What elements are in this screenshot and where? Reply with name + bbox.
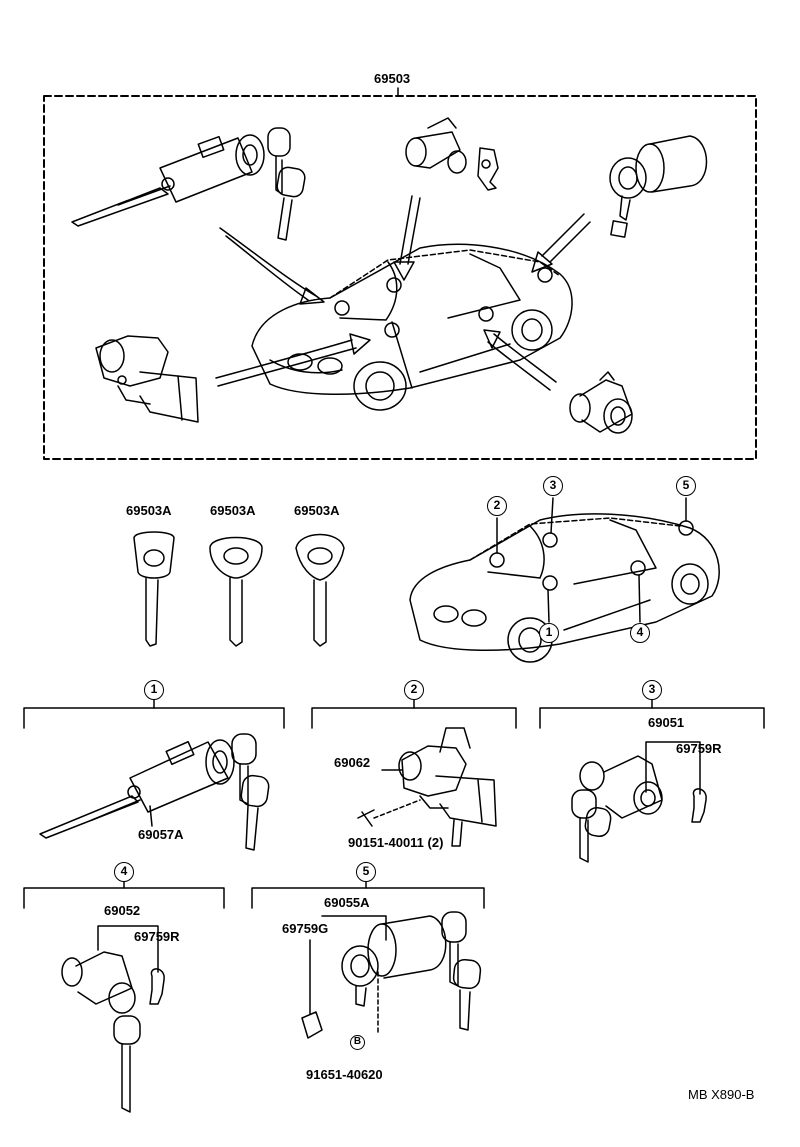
key-blank-icon [133, 531, 175, 647]
car-outline-icon [409, 497, 720, 663]
key-pair-icon [571, 789, 612, 863]
key-blank-icon [209, 536, 263, 647]
luggage-lock-cylinder-icon [301, 915, 447, 1039]
part-number: 69062 [334, 755, 371, 770]
group-marker: 5 [356, 862, 376, 882]
key-pair-icon [113, 1015, 141, 1113]
assembly-frame [43, 95, 757, 460]
glove-box-lock-icon [405, 117, 499, 191]
group-marker: 1 [144, 680, 164, 700]
diagram-code: MB X890-B [688, 1087, 755, 1102]
part-number: 69759R [676, 741, 722, 756]
key-part-number: 69503A [294, 503, 340, 518]
luggage-lock-cylinder-icon [609, 135, 708, 238]
group-marker: 4 [114, 862, 134, 882]
part-number: 69057A [138, 827, 184, 842]
location-marker: 2 [487, 496, 507, 516]
door-lock-cylinder-icon [579, 741, 707, 823]
ignition-lock-cylinder-icon [71, 134, 265, 227]
assembly-part-number: 69503 [374, 71, 411, 86]
part-number: 91651-40620 [306, 1067, 383, 1082]
door-lock-cylinder-icon [569, 371, 633, 434]
location-marker: 3 [543, 476, 563, 496]
key-pair-icon [267, 127, 306, 241]
key-pair-icon [441, 911, 482, 1031]
key-part-number: 69503A [126, 503, 172, 518]
group-brackets [23, 699, 765, 909]
bolt-marker: B [350, 1035, 365, 1050]
callout-arrows [215, 195, 591, 391]
key-pair-icon [231, 733, 270, 851]
key-blank-icon [295, 533, 345, 647]
part-number: 69759R [134, 929, 180, 944]
part-number: 69759G [282, 921, 329, 936]
group-marker: 2 [404, 680, 424, 700]
key-part-number: 69503A [210, 503, 256, 518]
part-number: 69052 [104, 903, 141, 918]
part-number: 90151-40011 (2) [348, 835, 444, 850]
group-marker: 3 [642, 680, 662, 700]
ignition-lock-cylinder-icon [39, 739, 235, 839]
part-number: 69055A [324, 895, 370, 910]
glove-box-lock-bracket-icon [357, 727, 497, 847]
location-marker: 4 [630, 623, 650, 643]
door-lock-bracket-icon [95, 335, 199, 423]
part-number: 69051 [648, 715, 685, 730]
car-outline-icon [251, 243, 573, 411]
location-marker: 5 [676, 476, 696, 496]
door-lock-cylinder-icon [61, 925, 165, 1014]
location-marker: 1 [539, 623, 559, 643]
